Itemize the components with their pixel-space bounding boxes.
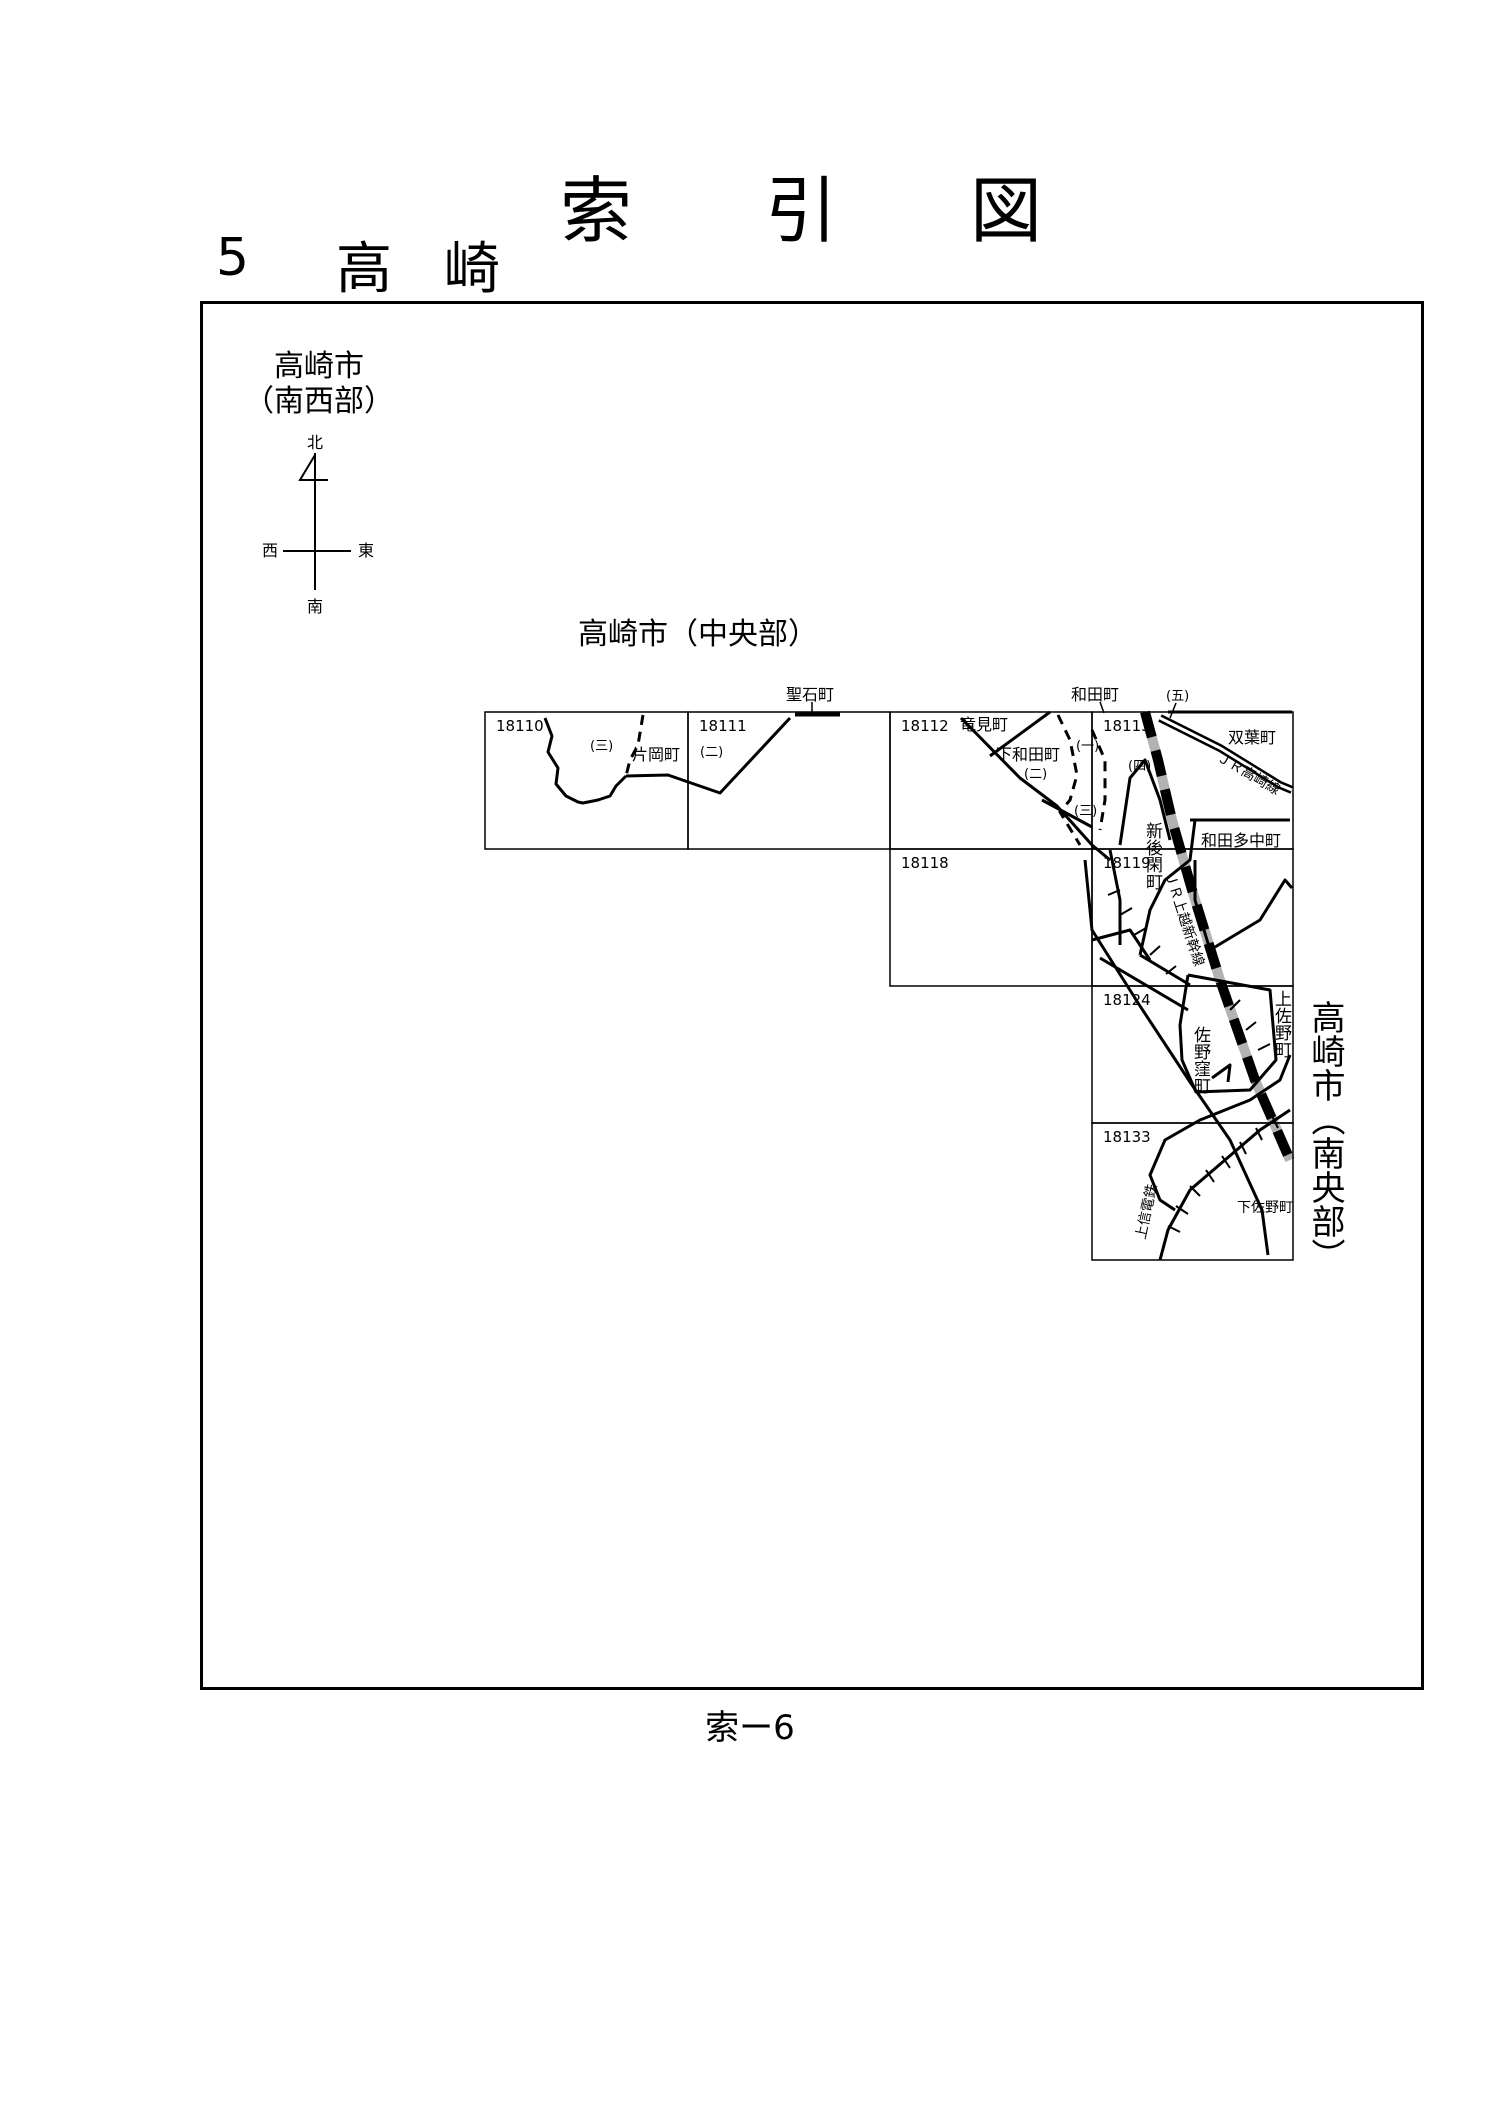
region-label-south-central: 高崎市（南央部）	[1305, 1000, 1345, 1272]
joshin-railway	[1158, 1108, 1291, 1261]
title-char-3: 図	[970, 169, 1043, 253]
label-sanokubo-town: 佐野窪町	[1190, 1026, 1210, 1094]
label-shimosano-town: 下佐野町	[1237, 1200, 1293, 1216]
sheet-number: 18124	[1103, 991, 1151, 1009]
region-label-central: 高崎市（中央部）	[578, 617, 818, 652]
label-shimowada-1: (一)	[1076, 739, 1099, 754]
page-number: 索ー6	[705, 1708, 795, 1748]
title-char-2: 引	[765, 169, 838, 253]
jr-takasaki-line	[1158, 714, 1294, 794]
region-label-southwest: 高崎市 （南西部）	[244, 349, 394, 419]
label-kataoka-town: 片岡町	[632, 745, 680, 764]
label-wada-town: 和田町	[1071, 685, 1119, 704]
label-kamisano-town: 上佐野町	[1271, 990, 1291, 1058]
label-wada-tanaka-town: 和田多中町	[1201, 831, 1281, 850]
compass-rose	[283, 453, 351, 590]
map-frame	[200, 301, 1424, 1690]
jr-joetsu-shinkansen	[1140, 710, 1295, 1163]
town-labels: 聖石町 和田町 (五) (三) 片岡町 (二) 竜見町 下和田町 (一) (二)…	[590, 685, 1293, 1241]
label-katanaka-3: (三)	[590, 739, 613, 754]
label-futaba-town: 双葉町	[1228, 728, 1276, 747]
section-number: 5	[216, 228, 250, 288]
section-name: 高崎	[336, 237, 552, 302]
sheet-number: 18133	[1103, 1128, 1151, 1146]
label-shingoseki-town: 新後閑町	[1142, 822, 1162, 890]
title-char-1: 索	[560, 169, 633, 253]
compass-north-label: 北	[307, 433, 323, 452]
label-kataoka-2: (二)	[700, 745, 723, 760]
label-shoseki-town: 聖石町	[786, 685, 834, 704]
label-ryuken-town: 竜見町	[960, 715, 1008, 734]
label-shimowada-2: (二)	[1024, 767, 1047, 782]
sheet-number: 18113	[1103, 717, 1151, 735]
sheet-number: 18111	[699, 717, 747, 735]
town-boundaries	[543, 710, 1294, 1256]
sheet-number-labels: 18110 18111 18112 18113 18118 18119 1812…	[496, 717, 1151, 1146]
label-wada-4: (四)	[1128, 759, 1151, 774]
dashed-boundaries	[624, 714, 1107, 846]
label-jr-takasaki-line: ＪＲ高崎線	[1214, 749, 1283, 799]
label-wada-3: (三)	[1074, 804, 1097, 819]
label-wada-5: (五)	[1166, 689, 1189, 704]
label-shimowada-town: 下和田町	[996, 745, 1060, 764]
compass-west-label: 西	[262, 541, 278, 560]
sheet-number: 18112	[901, 717, 949, 735]
rail-ticks	[1107, 889, 1271, 1051]
sheet-number: 18110	[496, 717, 544, 735]
label-joshin-railway: 上信電鉄	[1133, 1183, 1160, 1241]
page-title: 索引図	[560, 152, 1175, 257]
compass-south-label: 南	[307, 597, 323, 616]
compass-east-label: 東	[358, 541, 374, 560]
sheet-number: 18118	[901, 854, 949, 872]
